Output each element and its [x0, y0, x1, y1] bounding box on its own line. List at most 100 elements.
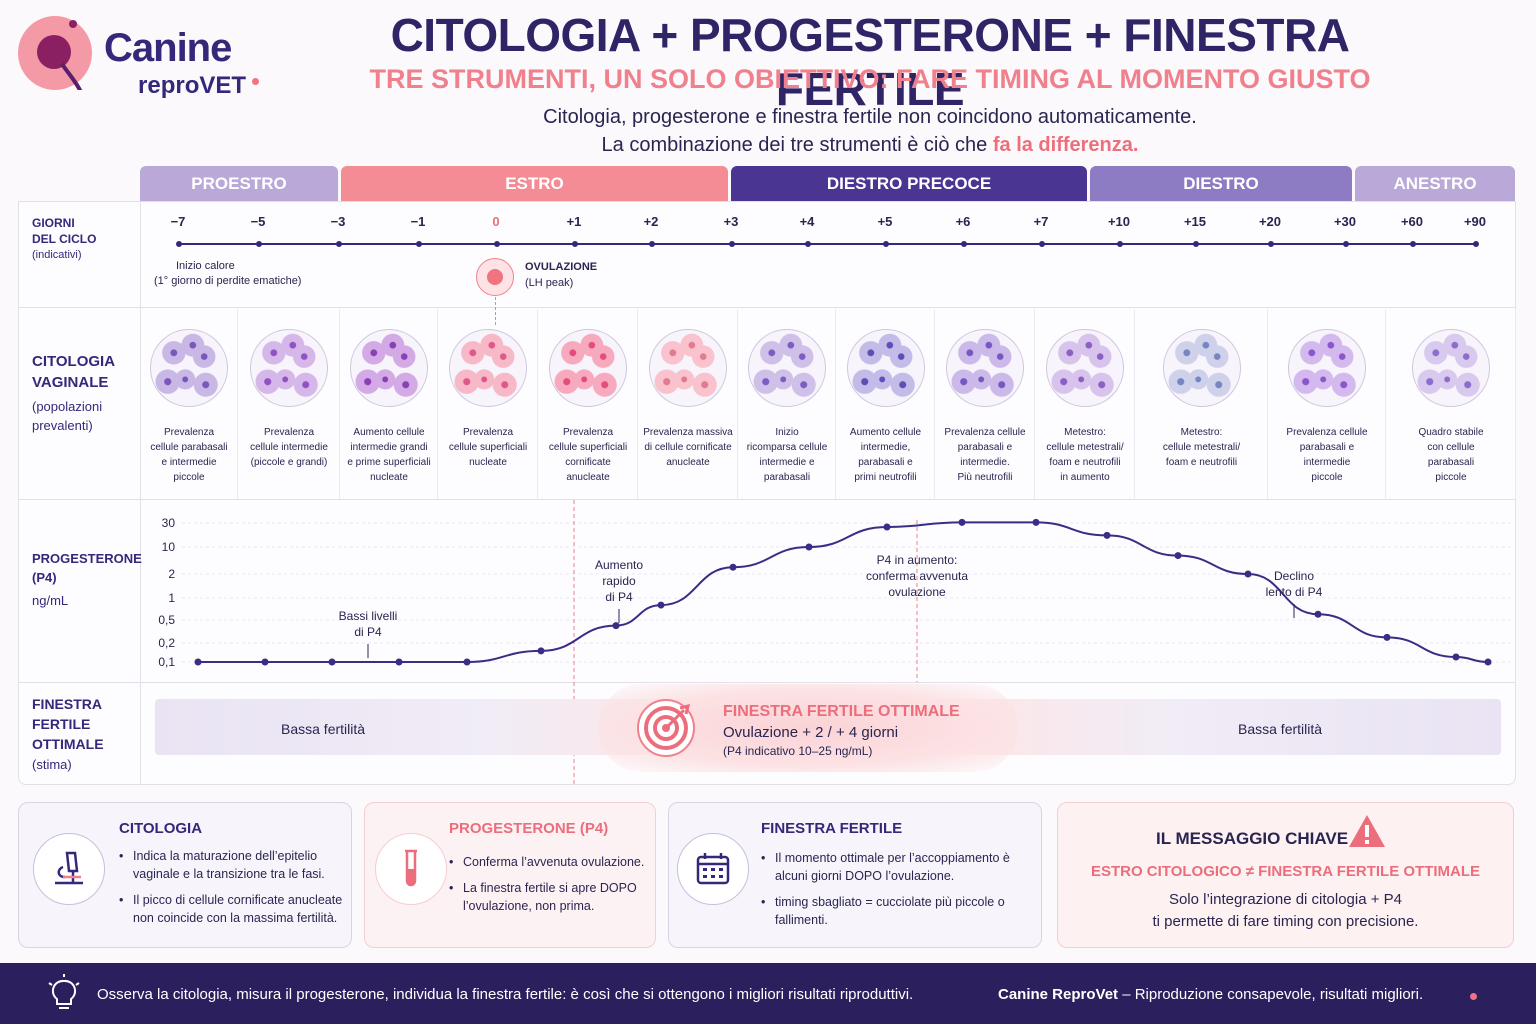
fert-label-3: OTTIMALE: [32, 736, 104, 752]
calendar-icon: [677, 833, 749, 905]
cytology-description: Metestro:cellule metestrali/foam e neutr…: [1037, 425, 1133, 485]
lead-line-2-text: La combinazione dei tre strumenti è ciò …: [601, 134, 993, 156]
card-finestra-list: Il momento ottimale per l’accoppiamento …: [761, 849, 1031, 937]
day-tick: [804, 241, 811, 247]
day-tick: [255, 241, 262, 247]
footer-tagline: – Riproduzione consapevole, risultati mi…: [1118, 986, 1424, 1003]
key-message-headline: ESTRO CITOLOGICO ≠ FINESTRA FERTILE OTTI…: [1090, 863, 1481, 880]
day-label: −5: [250, 214, 266, 229]
cytology-description-line: cellule intermedie: [250, 442, 328, 453]
ovulation-label: OVULAZIONE: [525, 261, 598, 273]
cytology-smear-image: [150, 329, 228, 407]
y-tick-label: 0,2: [158, 636, 175, 650]
y-tick-label: 30: [162, 516, 176, 530]
cytology-description-line: foam e neutrofili: [1049, 457, 1121, 468]
row-divider: [18, 682, 1516, 683]
day-tick: [1342, 241, 1349, 247]
card-key-message: IL MESSAGGIO CHIAVE ESTRO CITOLOGICO ≠ F…: [1057, 802, 1514, 948]
day-tick: [648, 241, 655, 247]
card-progesterone-title: PROGESTERONE (P4): [449, 820, 609, 837]
day-label: +5: [877, 214, 893, 229]
cytology-description-line: nucleate: [469, 457, 507, 468]
fertile-title: FINESTRA FERTILE OTTIMALE: [723, 703, 960, 720]
p4-data-point: [1174, 552, 1182, 560]
card-citologia-list: Indica la maturazione dell’epitelio vagi…: [119, 847, 344, 935]
day-label: −1: [410, 214, 426, 229]
p4-data-point: [1244, 570, 1252, 578]
cytology-description-line: nucleate: [370, 472, 408, 483]
day-label: +6: [955, 214, 971, 229]
cytology-description-line: parabasali e: [957, 442, 1013, 453]
page-title: CITOLOGIA + PROGESTERONE + FINESTRA FERT…: [390, 9, 1350, 115]
cytology-smear-image: [748, 329, 826, 407]
cytology-smear-image: [549, 329, 627, 407]
cytology-description-line: con cellule: [1427, 442, 1475, 453]
cytology-description-line: Prevalenza: [263, 427, 315, 438]
row-divider: [18, 307, 1516, 308]
cytology-description-line: piccole: [1311, 472, 1343, 483]
cytology-description-line: (piccole e grandi): [250, 457, 328, 468]
card-citologia-item: Il picco di cellule cornificate anucleat…: [119, 891, 344, 927]
phase-diestro: DIESTRO: [1090, 166, 1352, 201]
cytology-smear-image: [1288, 329, 1366, 407]
day-label: −7: [170, 214, 186, 229]
p4-annotation-text: ovulazione: [888, 585, 946, 599]
day-tick: [882, 241, 889, 247]
cytology-description-line: Prevalenza: [462, 427, 514, 438]
p4-data-point: [395, 658, 403, 666]
day-tick: [960, 241, 967, 247]
cytology-description-line: di cellule cornificate: [644, 442, 732, 453]
phase-proestro: PROESTRO: [140, 166, 338, 201]
cytology-description-line: in aumento: [1060, 472, 1110, 483]
y-tick-label: 1: [168, 591, 175, 605]
p4-annotation-text: di P4: [354, 625, 382, 639]
days-label-1: GIORNI: [32, 216, 75, 230]
page-subtitle: TRE STRUMENTI, UN SOLO OBIETTIVO: FARE T…: [369, 64, 1371, 94]
day-tick: [571, 241, 578, 247]
cytology-smear-image: [1046, 329, 1124, 407]
day-label: +4: [799, 214, 815, 229]
card-progesterone-item: Conferma l’avvenuta ovulazione.: [449, 853, 649, 871]
card-finestra-title: FINESTRA FERTILE: [761, 820, 903, 837]
card-progesterone-list: Conferma l’avvenuta ovulazione. La fines…: [449, 853, 649, 923]
cytology-description-line: cellule metestrali/: [1162, 442, 1241, 453]
microscope-icon: [33, 833, 105, 905]
cytology-description-line: parabasali e: [1299, 442, 1355, 453]
day-label: 0: [492, 214, 500, 229]
cytology-description-line: Più neutrofili: [957, 472, 1013, 483]
day-label: +30: [1333, 214, 1357, 229]
warning-icon: [1349, 815, 1385, 847]
lead-line-2: La combinazione dei tre strumenti è ciò …: [300, 134, 1440, 157]
card-citologia: CITOLOGIA Indica la maturazione dell’epi…: [18, 802, 352, 948]
calendar-glyph: [696, 853, 730, 885]
cytology-smear-image: [846, 329, 925, 407]
p4-label-2: (P4): [32, 570, 57, 585]
p4-annotation-text: Bassi livelli: [339, 609, 398, 623]
cytology-smear-image: [1162, 329, 1241, 407]
cytology-description-line: Prevalenza: [562, 427, 614, 438]
day-tick: [1192, 241, 1199, 247]
cytology-description-line: piccole: [173, 472, 205, 483]
cytology-smear-image: [449, 329, 527, 407]
cytology-description-line: intermedie e: [759, 457, 815, 468]
p4-data-point: [463, 658, 471, 666]
fertile-line-2: (P4 indicativo 10–25 ng/mL): [723, 744, 873, 758]
footer-signature: Canine ReproVet – Riproduzione consapevo…: [998, 986, 1423, 1003]
brand-sub: reproVET: [138, 72, 247, 99]
cytology-description-line: Prevalenza cellule: [1286, 427, 1368, 438]
p4-annotation-text: di P4: [605, 590, 633, 604]
lead-line-1: Citologia, progesterone e finestra ferti…: [543, 106, 1197, 128]
y-tick-label: 10: [162, 540, 176, 554]
footer: Osserva la citologia, misura il progeste…: [0, 963, 1536, 1024]
card-finestra-item: Il momento ottimale per l’accoppiamento …: [761, 849, 1031, 885]
cytology-description-line: Aumento cellule: [849, 427, 922, 438]
